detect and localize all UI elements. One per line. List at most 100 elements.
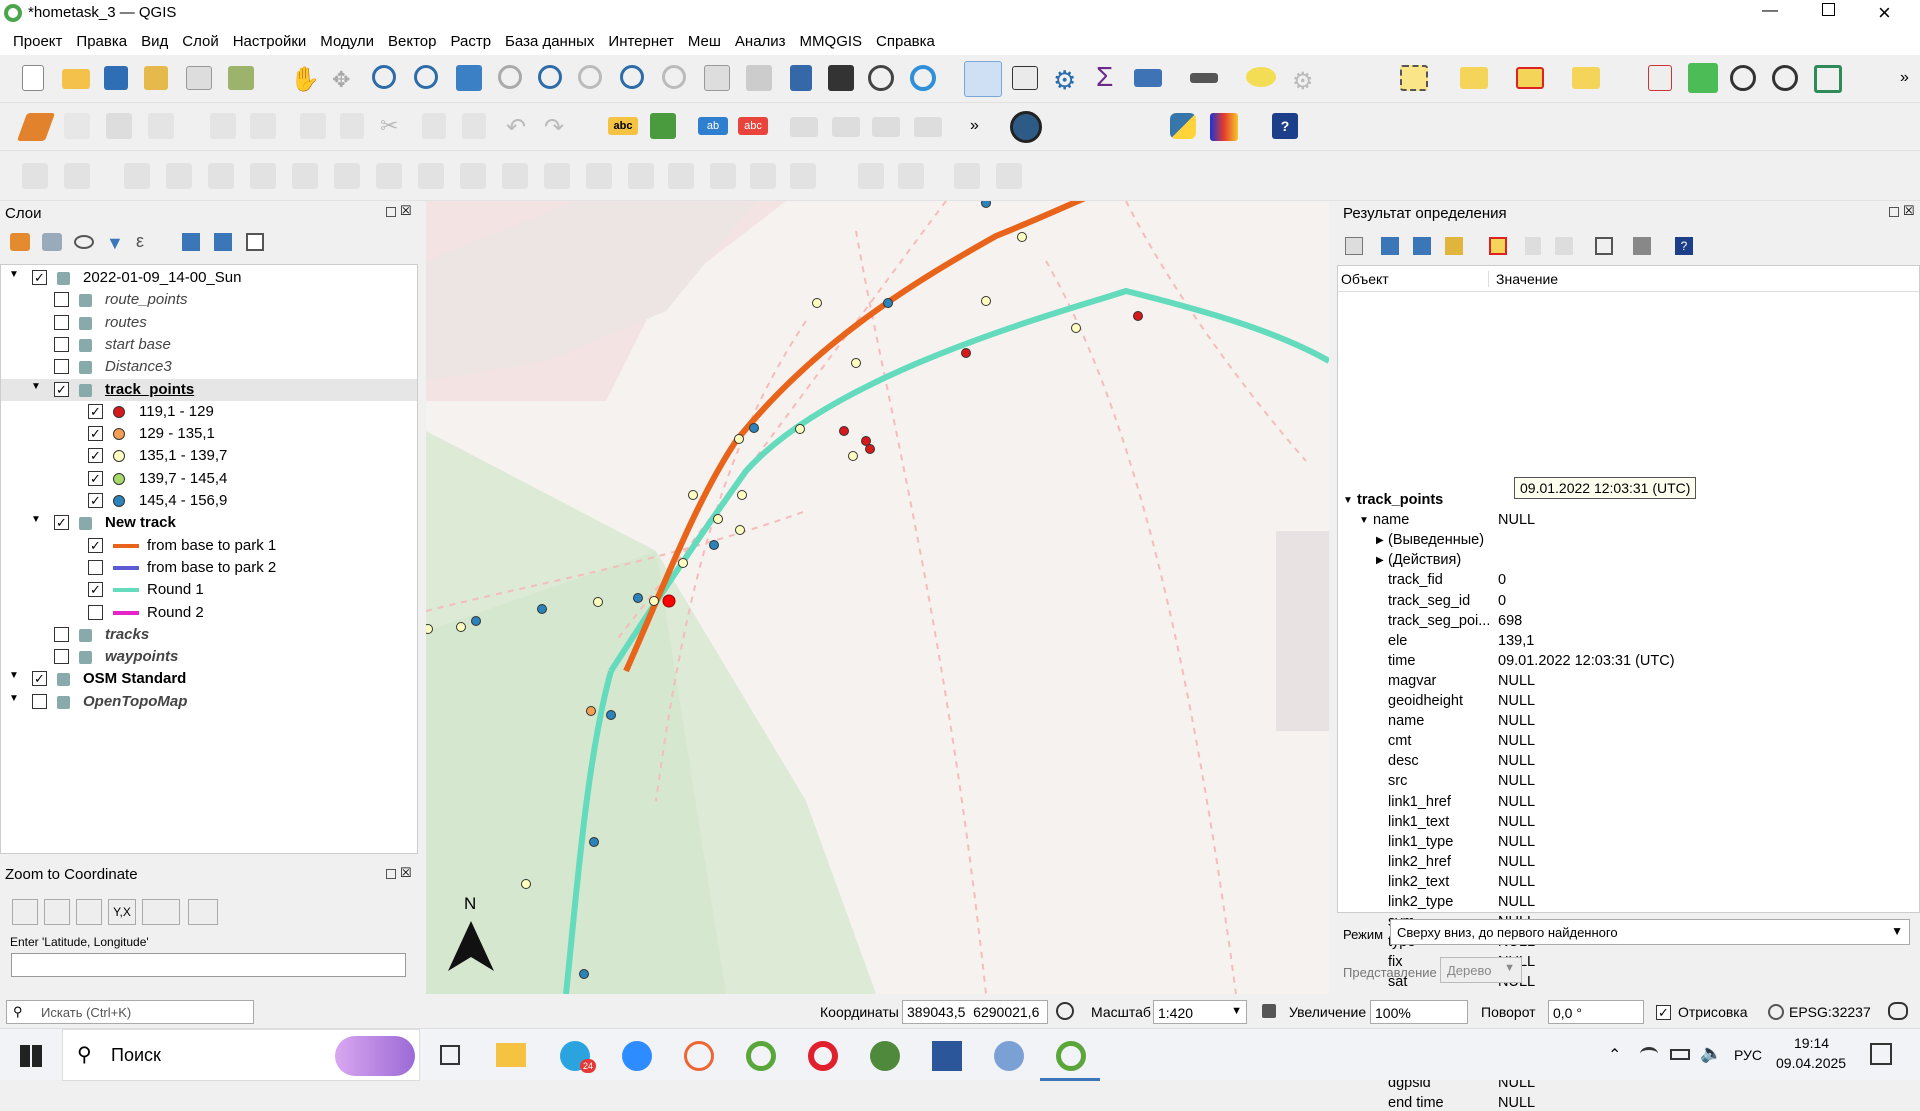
digitize-tool-16-icon[interactable]: [668, 163, 694, 189]
panel-close-icon[interactable]: ☒: [400, 865, 412, 880]
layer-tree-row[interactable]: ✓145,4 - 156,9: [1, 490, 417, 512]
clipboard-button[interactable]: [44, 899, 70, 925]
toggle-editing-icon[interactable]: [64, 113, 90, 139]
layer-tree-row[interactable]: ▼OpenTopoMap: [1, 691, 417, 713]
notifications-icon[interactable]: [1870, 1043, 1892, 1065]
new-project-icon[interactable]: [22, 65, 44, 91]
measure-icon[interactable]: [1134, 69, 1162, 87]
digitize-tool-8-icon[interactable]: [334, 163, 360, 189]
r-app-icon[interactable]: [994, 1041, 1024, 1071]
undo-icon[interactable]: ↶: [506, 114, 527, 141]
digitize-tool-11-icon[interactable]: [460, 163, 486, 189]
scale-select[interactable]: 1:420 ▼: [1153, 1000, 1247, 1024]
menu-settings[interactable]: Настройки: [232, 33, 307, 50]
digitize-tool-4-icon[interactable]: [166, 163, 192, 189]
layer-tree-row[interactable]: ✓135,1 - 139,7: [1, 445, 417, 467]
layer-visibility-checkbox[interactable]: ✓: [88, 537, 103, 553]
layer-visibility-checkbox[interactable]: [88, 559, 103, 575]
new-3d-view-icon[interactable]: [746, 65, 772, 91]
zoom-last-icon[interactable]: [620, 65, 644, 89]
layer-tree-row[interactable]: ✓Round 1: [1, 579, 417, 601]
attribute-table-icon[interactable]: [1012, 66, 1038, 90]
filter-expression-icon[interactable]: ε: [136, 231, 145, 251]
coords-toggle-icon[interactable]: [1056, 1002, 1074, 1020]
layer-tree-row[interactable]: ▼✓OSM Standard: [1, 668, 417, 690]
qgis-app-icon[interactable]: [746, 1041, 776, 1071]
layer-visibility-checkbox[interactable]: [54, 649, 69, 665]
digitize-tool-7-icon[interactable]: [292, 163, 318, 189]
collapse-icon[interactable]: [1413, 237, 1431, 255]
digitize-icon[interactable]: [250, 113, 276, 139]
clear-results-icon[interactable]: [1489, 237, 1507, 255]
maximize-button[interactable]: [1822, 3, 1835, 16]
chevron-right-icon[interactable]: ▶: [1376, 555, 1384, 567]
layer-tree-row[interactable]: ✓129 - 135,1: [1, 423, 417, 445]
temporal-icon[interactable]: [868, 65, 894, 91]
measure-line-icon[interactable]: [1190, 73, 1218, 83]
chevron-right-icon[interactable]: ▼: [9, 692, 19, 704]
delete-icon[interactable]: [340, 113, 364, 139]
layer-visibility-checkbox[interactable]: [54, 292, 69, 308]
chevron-right-icon[interactable]: ▼: [9, 670, 19, 682]
move-label-icon[interactable]: [872, 117, 900, 137]
settings-gear-icon[interactable]: ⚙: [1053, 65, 1077, 95]
chevron-down-icon[interactable]: ▼: [9, 269, 19, 280]
map-app-icon[interactable]: [870, 1041, 900, 1071]
print-layout-icon[interactable]: [186, 66, 212, 90]
search-box[interactable]: ⚲ Искать (Ctrl+K): [6, 1000, 254, 1024]
layer-visibility-checkbox[interactable]: [54, 626, 69, 642]
messages-icon[interactable]: [1888, 1002, 1908, 1020]
crs-globe-icon[interactable]: [1768, 1004, 1784, 1020]
menu-mmqgis[interactable]: MMQGIS: [799, 33, 863, 50]
layer-tree-row[interactable]: Round 2: [1, 602, 417, 624]
zoom-out-icon[interactable]: [414, 65, 438, 89]
map-tips-icon[interactable]: [1246, 67, 1276, 87]
pan-icon[interactable]: ✋: [290, 66, 320, 93]
layer-tree-row[interactable]: waypoints: [1, 646, 417, 668]
panel-float-icon[interactable]: [386, 869, 396, 879]
settings-wrench-button[interactable]: [188, 899, 218, 925]
label-red-icon[interactable]: abc: [738, 117, 768, 135]
layer-tree-row[interactable]: ▼✓2022-01-09_14-00_Sun: [1, 267, 417, 289]
paste-icon[interactable]: [462, 113, 486, 139]
crs-label[interactable]: EPSG:32237: [1789, 1004, 1871, 1020]
chevron-right-icon[interactable]: ▶: [1376, 535, 1384, 547]
mode-select[interactable]: Сверху вниз, до первого найденного ▼: [1390, 919, 1910, 945]
rotate-label-icon[interactable]: [914, 117, 942, 137]
gps-icon[interactable]: ⚙: [1292, 68, 1314, 95]
select-by-value-icon[interactable]: [1460, 67, 1488, 89]
menu-raster[interactable]: Растр: [450, 33, 492, 50]
refresh-icon[interactable]: [910, 65, 936, 91]
yx-toggle-button[interactable]: Y,X: [108, 899, 136, 925]
expand-all-icon[interactable]: [182, 233, 200, 251]
expand-new-icon[interactable]: [1381, 237, 1399, 255]
layer-tree-row[interactable]: routes: [1, 312, 417, 334]
redo-icon[interactable]: ↷: [544, 114, 565, 141]
battery-icon[interactable]: [1670, 1049, 1690, 1060]
zoom-app-icon[interactable]: [622, 1041, 652, 1071]
windows-start-icon[interactable]: [20, 1045, 42, 1067]
save-as-icon[interactable]: [144, 66, 168, 90]
manage-visibility-icon[interactable]: [74, 235, 94, 249]
chevron-down-icon[interactable]: ▼: [1359, 515, 1369, 527]
sigma-statistics-icon[interactable]: Σ: [1096, 61, 1114, 92]
zoom-button[interactable]: [12, 899, 38, 925]
digitize-tool-5-icon[interactable]: [208, 163, 234, 189]
layer-visibility-checkbox[interactable]: [88, 604, 103, 620]
current-edits-icon[interactable]: [16, 113, 56, 141]
zoom-in-icon[interactable]: [372, 65, 396, 89]
digitize-tool-15-icon[interactable]: [628, 163, 654, 189]
qgis-active-icon[interactable]: [1056, 1041, 1086, 1071]
layer-visibility-checkbox[interactable]: ✓: [88, 470, 103, 486]
coordinate-input[interactable]: [11, 953, 406, 977]
app-icon[interactable]: [684, 1041, 714, 1071]
zoom-native-icon[interactable]: [578, 65, 602, 89]
deselect-icon[interactable]: [1516, 67, 1544, 89]
digitize-tool-20-icon[interactable]: [858, 163, 884, 189]
digitize-tool-10-icon[interactable]: [418, 163, 444, 189]
menu-analysis[interactable]: Анализ: [734, 33, 786, 50]
zoom-next-icon[interactable]: [662, 65, 686, 89]
layer-visibility-checkbox[interactable]: ✓: [54, 381, 69, 397]
layer-visibility-checkbox[interactable]: [54, 359, 69, 375]
save-edits-icon[interactable]: [106, 113, 132, 139]
